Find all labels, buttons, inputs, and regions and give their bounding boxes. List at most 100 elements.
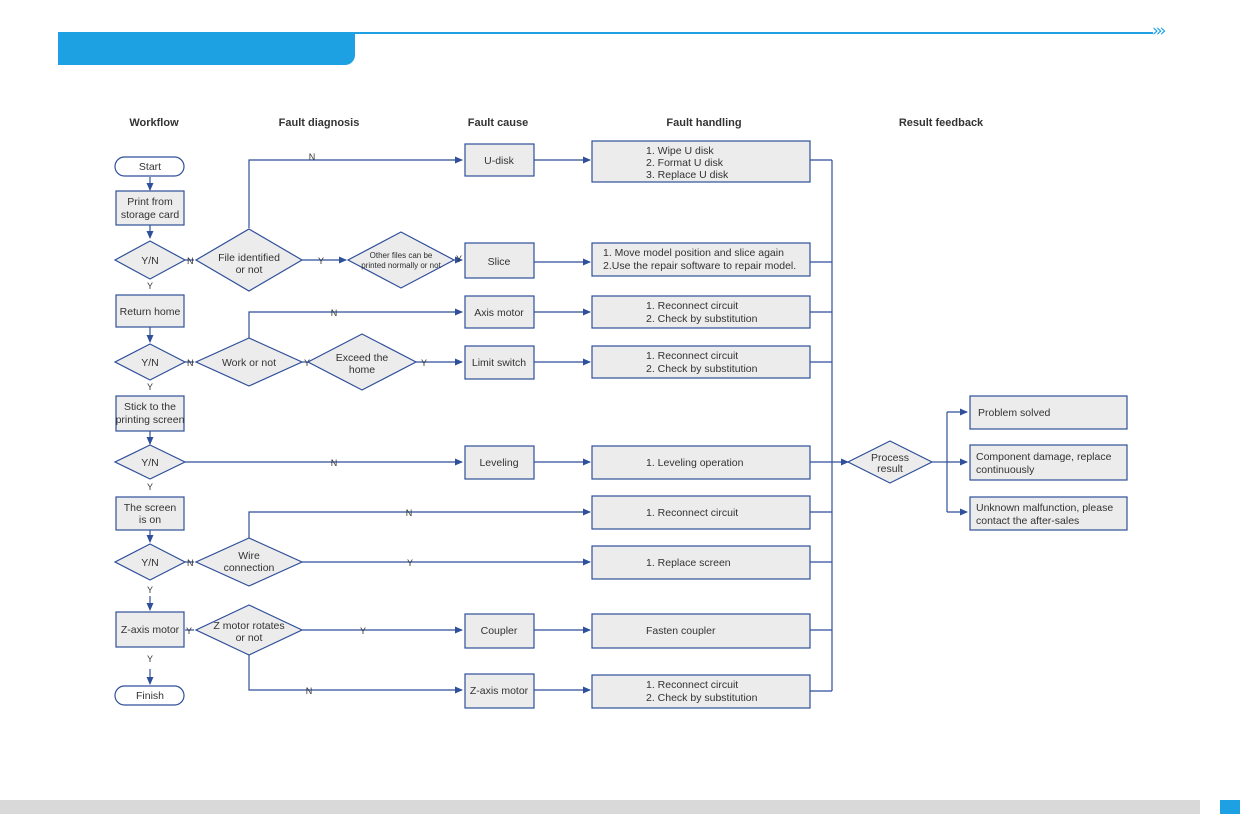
cause-slice-label: Slice — [488, 256, 511, 268]
handling-axis-motor — [591, 295, 811, 329]
cause-u-disk — [464, 143, 535, 177]
decision-diamond-2 — [113, 343, 187, 381]
exceed-home-label-1: Exceed the — [336, 352, 389, 364]
result-damage-label-1: Component damage, replace — [976, 451, 1112, 463]
mark-n: N — [187, 358, 194, 368]
handling-u-disk-3: 3. Replace U disk — [646, 169, 729, 181]
finish-label: Finish — [136, 690, 164, 702]
z-axis-motor-label: Z-axis motor — [121, 624, 180, 636]
handling-limit-switch-2: 2. Check by substitution — [646, 363, 758, 375]
cause-coupler-label: Coupler — [481, 625, 518, 637]
screen-on-box — [115, 496, 185, 531]
mark-y: Y — [147, 654, 153, 664]
chevrons-icon: ››› — [1152, 21, 1167, 41]
cause-axis-motor — [464, 295, 535, 329]
other-files-diamond — [346, 231, 456, 289]
result-unknown — [969, 496, 1128, 531]
col-workflow: Workflow — [129, 117, 179, 129]
other-files-label-1: Other files can be — [370, 251, 433, 260]
print-storage-label-2: storage card — [121, 209, 180, 221]
exceed-home-label-2: home — [349, 364, 375, 376]
start-terminal — [114, 156, 185, 177]
handling-limit-switch — [591, 345, 811, 379]
mark-n: N — [187, 256, 194, 266]
handling-coupler — [591, 613, 811, 649]
handling-leveling — [591, 445, 811, 480]
col-fault-handling: Fault handling — [666, 117, 741, 129]
result-solved-label: Problem solved — [978, 407, 1051, 419]
stick-screen-label-1: Stick to the — [124, 401, 176, 413]
return-home-label: Return home — [120, 306, 181, 318]
file-identified-label-2: or not — [236, 264, 263, 276]
mark-n: N — [406, 508, 413, 518]
decision-label-1: Y/N — [141, 255, 159, 267]
start-label: Start — [139, 161, 161, 173]
handling-wire-n-1: 1. Reconnect circuit — [646, 507, 738, 519]
mark-y: Y — [147, 382, 153, 392]
cause-leveling-label: Leveling — [479, 457, 518, 469]
mark-y: Y — [147, 482, 153, 492]
cause-coupler — [464, 613, 535, 649]
file-identified-label-1: File identified — [218, 252, 280, 264]
decision-label-3: Y/N — [141, 457, 159, 469]
process-result-label-1: Process — [871, 452, 909, 464]
decision-label-2: Y/N — [141, 357, 159, 369]
mark-y: Y — [186, 626, 192, 636]
mark-y: Y — [304, 358, 310, 368]
result-unknown-label-2: contact the after-sales — [976, 515, 1079, 527]
handling-limit-switch-1: 1. Reconnect circuit — [646, 350, 738, 362]
handling-axis-motor-1: 1. Reconnect circuit — [646, 300, 738, 312]
handling-z-axis-2: 2. Check by substitution — [646, 692, 758, 704]
print-storage-box — [115, 190, 185, 226]
col-fault-cause: Fault cause — [468, 117, 529, 129]
mark-y: Y — [147, 585, 153, 595]
footer-page-marker — [1220, 800, 1240, 814]
file-identified-diamond — [194, 228, 304, 292]
screen-on-label-1: The screen — [124, 502, 177, 514]
mark-y: Y — [456, 254, 462, 264]
mark-n: N — [331, 308, 338, 318]
handling-z-axis — [591, 674, 811, 709]
process-result-diamond — [846, 440, 934, 484]
wire-connection-label-1: Wire — [238, 550, 260, 562]
finish-terminal — [114, 685, 185, 706]
mark-n: N — [309, 152, 316, 162]
cause-leveling — [464, 445, 535, 480]
wire-connection-label-2: connection — [224, 562, 275, 574]
wire-connection-diamond — [194, 537, 304, 587]
print-storage-label-1: Print from — [127, 196, 173, 208]
z-motor-rotates-diamond — [194, 604, 304, 656]
result-damage — [969, 444, 1128, 481]
handling-u-disk-1: 1. Wipe U disk — [646, 145, 714, 157]
header-line — [355, 32, 1153, 34]
work-or-not-diamond — [194, 337, 304, 387]
stick-screen-label-2: printing screen — [116, 414, 185, 426]
screen-on-label-2: is on — [139, 514, 161, 526]
mark-n: N — [306, 686, 313, 696]
return-home-box — [115, 294, 185, 328]
handling-z-axis-1: 1. Reconnect circuit — [646, 679, 738, 691]
decision-diamond-1 — [113, 240, 187, 280]
cause-z-axis-motor-label: Z-axis motor — [470, 685, 529, 697]
result-damage-label-2: continuously — [976, 464, 1035, 476]
z-motor-rotates-label-1: Z motor rotates — [213, 620, 284, 632]
stick-screen-box — [115, 395, 185, 432]
handling-wire-y-1: 1. Replace screen — [646, 557, 731, 569]
header-tab — [58, 32, 355, 65]
decision-label-4: Y/N — [141, 557, 159, 569]
cause-axis-motor-label: Axis motor — [474, 307, 524, 319]
handling-axis-motor-2: 2. Check by substitution — [646, 313, 758, 325]
cause-slice — [464, 242, 535, 279]
mark-y: Y — [407, 558, 413, 568]
work-or-not-label: Work or not — [222, 357, 276, 369]
handling-slice-1: 1. Move model position and slice again — [603, 247, 784, 259]
mark-n: N — [331, 458, 338, 468]
cause-z-axis-motor — [464, 673, 535, 709]
mark-y: Y — [421, 358, 427, 368]
footer-bar — [0, 800, 1200, 814]
result-unknown-label-1: Unknown malfunction, please — [976, 502, 1113, 514]
handling-wire-y — [591, 545, 811, 580]
handling-wire-n — [591, 495, 811, 530]
result-solved — [969, 395, 1128, 430]
